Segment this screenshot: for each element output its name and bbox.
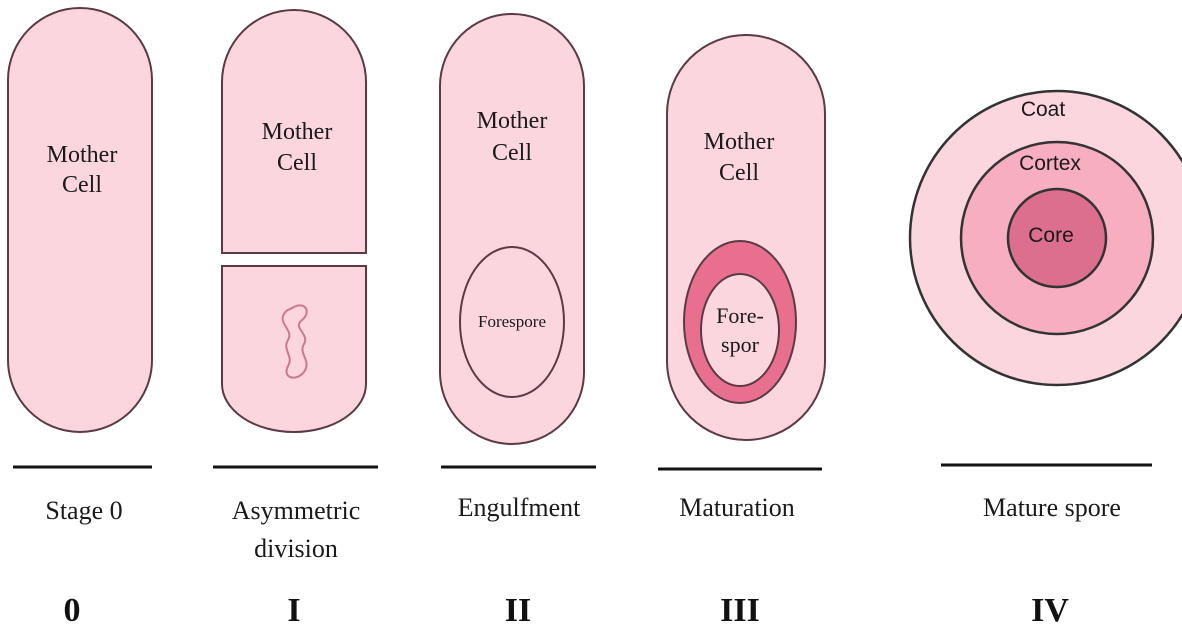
stage-3-name: Maturation <box>679 493 795 522</box>
stage-2-name: Engulfment <box>458 493 582 522</box>
stage-1-name-line2: division <box>254 534 338 563</box>
stage-4: Coat Cortex Core Mature spore IV <box>910 91 1182 629</box>
stage-2-mother-label-line2: Cell <box>492 140 532 166</box>
stage-1-numeral: I <box>287 592 300 629</box>
stage-4-numeral: IV <box>1031 592 1069 629</box>
stage-0-mother-label-line2: Cell <box>62 172 102 198</box>
stage-4-name: Mature spore <box>983 493 1121 522</box>
stage-3-numeral: III <box>720 592 760 629</box>
stage-0-name: Stage 0 <box>45 496 122 525</box>
stage-3-forespore <box>701 274 779 386</box>
stage-2: Mother Cell Forespore Engulfment II <box>440 14 596 629</box>
stage-1-name-line1: Asymmetric <box>232 496 361 525</box>
stage-1-mother-label-line2: Cell <box>277 150 317 176</box>
stage-2-mother-label-line1: Mother <box>477 108 548 134</box>
stage-1: Mother Cell Asymmetric division I <box>213 10 378 629</box>
spore-cortex-label: Cortex <box>1019 152 1081 175</box>
stage-3-mother-label-line2: Cell <box>719 160 759 186</box>
spore-core-label: Core <box>1028 224 1074 247</box>
stage-3: Mother Cell Fore- spor Maturation III <box>658 35 825 629</box>
stage-2-forespore-label: Forespore <box>478 312 546 331</box>
spore-coat-label: Coat <box>1021 98 1066 121</box>
stage-3-mother-label-line1: Mother <box>704 129 775 155</box>
stage-0-mother-cell <box>8 8 152 432</box>
stage-0: Mother Cell Stage 0 0 <box>8 8 152 629</box>
stage-2-numeral: II <box>505 592 531 629</box>
stage-0-mother-label-line1: Mother <box>47 142 118 168</box>
stage-1-forespore-compartment <box>222 266 366 432</box>
stage-0-numeral: 0 <box>64 592 81 629</box>
stage-1-mother-label-line1: Mother <box>262 119 333 145</box>
stage-3-forespore-label-line1: Fore- <box>716 303 764 328</box>
stage-3-forespore-label-line2: spor <box>721 332 760 357</box>
